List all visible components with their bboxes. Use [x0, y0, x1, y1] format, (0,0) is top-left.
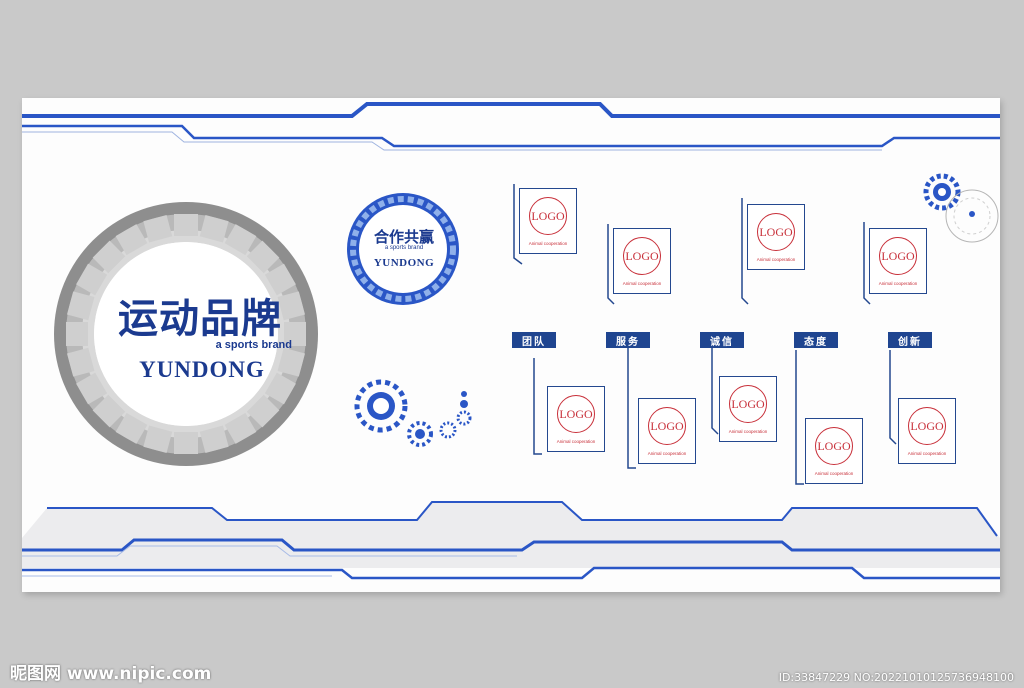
small-gears-icon	[354, 379, 472, 447]
watermark-id: ID:33847229 NO:20221010125736948100	[778, 671, 1014, 684]
logo-caption: Animal cooperation	[814, 471, 854, 476]
logo-card: LOGO Animal cooperation	[547, 386, 605, 452]
logo-card: LOGO Animal cooperation	[898, 398, 956, 464]
value-label-service: 服务	[606, 332, 650, 348]
badge-subtitle: a sports brand	[384, 245, 424, 251]
badge-title-cn: 合作共赢	[373, 228, 434, 246]
logo-circle: LOGO	[648, 407, 686, 445]
logo-caption: Animal cooperation	[878, 281, 918, 286]
value-label-attitude: 态度	[794, 332, 838, 348]
logo-caption: Animal cooperation	[556, 439, 596, 444]
tech-frame-lines	[22, 102, 1000, 580]
logo-circle: LOGO	[757, 213, 795, 251]
logo-caption: Animal cooperation	[528, 241, 568, 246]
logo-card: LOGO Animal cooperation	[638, 398, 696, 464]
logo-circle: LOGO	[729, 385, 767, 423]
card-connector-lines	[513, 184, 897, 485]
value-label-innovation: 创新	[888, 332, 932, 348]
logo-caption: Animal cooperation	[756, 257, 796, 262]
logo-card: LOGO Animal cooperation	[519, 188, 577, 254]
logo-card: LOGO Animal cooperation	[869, 228, 927, 294]
logo-card: LOGO Animal cooperation	[613, 228, 671, 294]
logo-card: LOGO Animal cooperation	[805, 418, 863, 484]
badge-ring-icon	[347, 193, 459, 305]
badge-title-en: YUNDONG	[373, 257, 435, 269]
logo-circle: LOGO	[623, 237, 661, 275]
value-label-integrity: 诚信	[700, 332, 744, 348]
value-label-team: 团队	[512, 332, 556, 348]
logo-circle: LOGO	[529, 197, 567, 235]
logo-circle: LOGO	[908, 407, 946, 445]
logo-caption: Animal cooperation	[728, 429, 768, 434]
logo-caption: Animal cooperation	[622, 281, 662, 286]
logo-card: LOGO Animal cooperation	[747, 204, 805, 270]
display-board: 运动品牌 a sports brand YUNDONG 合作共赢 a sport…	[22, 98, 1000, 592]
logo-circle: LOGO	[815, 427, 853, 465]
watermark-site: 昵图网 www.nipic.com	[10, 664, 212, 684]
logo-caption: Animal cooperation	[647, 451, 687, 456]
logo-circle: LOGO	[879, 237, 917, 275]
big-gear-icon	[54, 202, 318, 466]
brand-subtitle: a sports brand	[215, 339, 292, 351]
logo-caption: Animal cooperation	[907, 451, 947, 456]
logo-circle: LOGO	[557, 395, 595, 433]
brand-title-en: YUNDONG	[139, 357, 265, 382]
logo-card: LOGO Animal cooperation	[719, 376, 777, 442]
brand-title-cn: 运动品牌	[118, 296, 282, 342]
corner-gear-icon	[923, 173, 999, 243]
